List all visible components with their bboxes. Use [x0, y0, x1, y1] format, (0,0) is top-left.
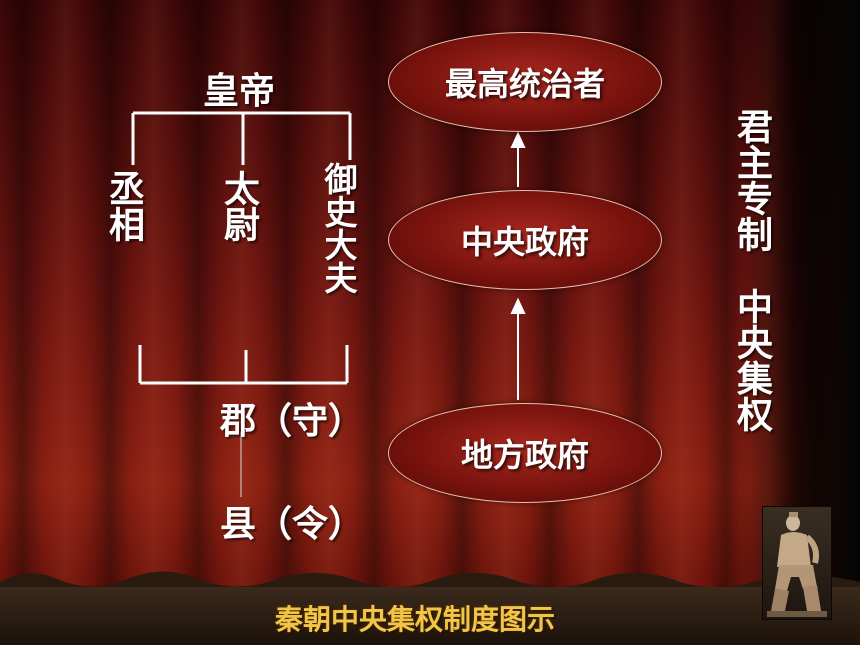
warrior-figure-icon	[767, 512, 827, 617]
emperor-label: 皇帝	[203, 71, 276, 112]
censor-label: 御史大夫	[319, 162, 358, 294]
local-government-oval: 地方政府	[388, 403, 662, 503]
centralization-label: 中央集权	[731, 288, 772, 432]
autocracy-label: 君主专制	[731, 108, 772, 252]
grand-commandant-label: 太尉	[218, 170, 259, 242]
central-government-oval: 中央政府	[388, 190, 662, 290]
central-government-label: 中央政府	[460, 223, 589, 261]
county-label: 县（令）	[220, 504, 365, 545]
diagram-caption: 秦朝中央集权制度图示	[274, 603, 555, 636]
commandery-label: 郡（守）	[220, 401, 365, 442]
local-government-label: 地方政府	[460, 436, 589, 474]
supreme-ruler-oval: 最高统治者	[388, 32, 662, 132]
supreme-ruler-label: 最高统治者	[444, 65, 605, 103]
chancellor-label: 丞相	[103, 170, 144, 242]
terracotta-warrior-image	[762, 506, 832, 620]
stage-floor	[0, 587, 860, 645]
